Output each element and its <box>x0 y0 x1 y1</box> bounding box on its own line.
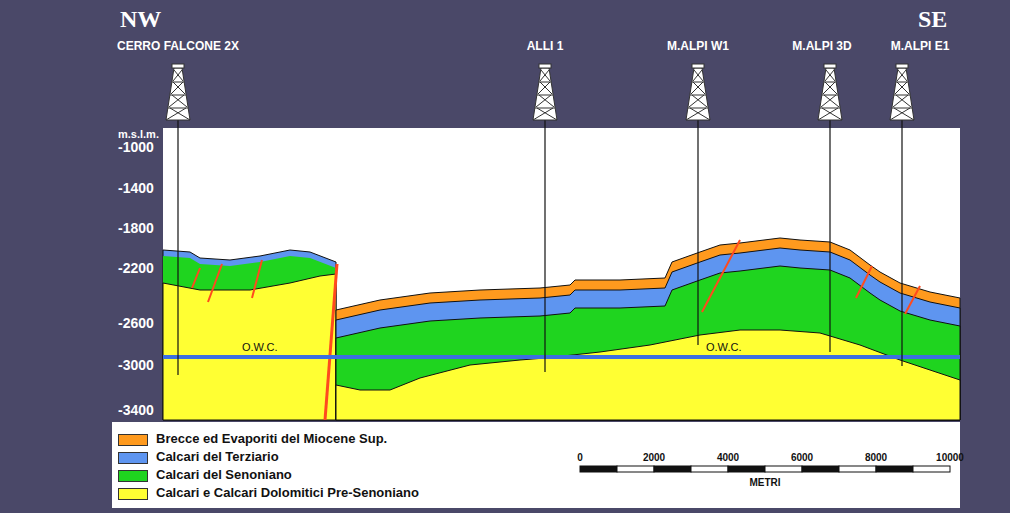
direction-label: NW <box>120 6 161 34</box>
legend-text: Calcari del Terziario <box>156 450 279 465</box>
well-name: M.ALPI E1 <box>891 40 950 54</box>
owc-label: O.W.C. <box>706 341 741 354</box>
scale-number: 2000 <box>643 452 665 464</box>
legend-swatch <box>118 452 148 464</box>
scale-unit: METRI <box>749 477 780 489</box>
direction-label: SE <box>918 6 947 34</box>
scale-number: 4000 <box>717 452 739 464</box>
owc-label: O.W.C. <box>242 341 277 354</box>
legend-text: Brecce ed Evaporiti del Miocene Sup. <box>156 432 387 447</box>
scale-number: 8000 <box>865 452 887 464</box>
well-name: M.ALPI W1 <box>667 40 729 54</box>
well-name: M.ALPI 3D <box>792 40 851 54</box>
legend-text: Calcari e Calcari Dolomitici Pre-Senonia… <box>156 486 419 501</box>
scale-number: 10000 <box>936 452 964 464</box>
well-name: CERRO FALCONE 2X <box>117 40 239 54</box>
depth-label: -3000 <box>118 357 154 373</box>
axis-unit: m.s.l.m. <box>118 128 159 141</box>
legend-swatch <box>118 488 148 500</box>
depth-label: -1800 <box>118 220 154 236</box>
depth-label: -1000 <box>118 139 154 155</box>
scale-number: 0 <box>577 452 583 464</box>
legend-swatch <box>118 434 148 446</box>
well-name: ALLI 1 <box>527 40 564 54</box>
legend-text: Calcari del Senoniano <box>156 468 292 483</box>
depth-label: -2200 <box>118 260 154 276</box>
depth-label: -3400 <box>118 402 154 418</box>
depth-label: -2600 <box>118 315 154 331</box>
legend-swatch <box>118 470 148 482</box>
scale-number: 6000 <box>791 452 813 464</box>
depth-label: -1400 <box>118 180 154 196</box>
